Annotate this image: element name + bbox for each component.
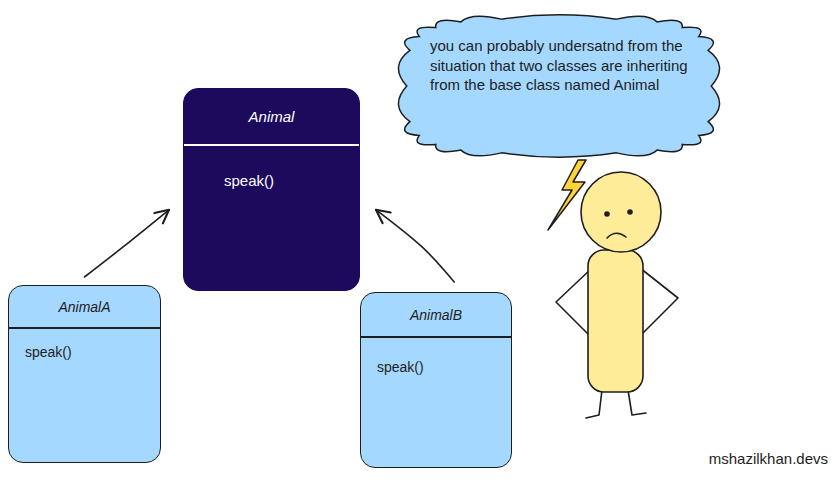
class-name: AnimalA [58,299,110,315]
class-box: AnimalB speak() [360,292,512,468]
class-body: speak() [361,338,511,394]
method-name: speak() [25,344,72,360]
cloud-text-area: you can probably undersatnd from the sit… [386,6,732,125]
class-body: speak() [184,146,359,208]
stick-figure [556,172,678,418]
figure-arm [640,268,678,334]
lightning-bolt [548,160,586,230]
watermark: mshazilkhan.devs [709,450,828,467]
class-header: Animal [184,89,359,146]
class-header: AnimalB [361,293,511,338]
figure-leg [628,390,646,415]
inheritance-arrow [376,210,454,282]
inheritance-arrow [85,210,170,277]
figure-eye [628,210,632,214]
method-name: speak() [224,172,274,189]
figure-arm [556,268,592,336]
class-name: AnimalB [410,307,462,323]
figure-head [581,172,661,252]
class-name: Animal [249,108,295,125]
class-body: speak() [9,329,160,379]
base-class-box: Animal speak() [183,88,360,291]
figure-eye [605,212,609,216]
speech-text: you can probably undersatnd from the sit… [430,36,688,95]
method-name: speak() [377,359,424,375]
speech-cloud: you can probably undersatnd from the sit… [386,6,732,166]
cloud-shape [398,15,719,157]
figure-body [588,250,643,392]
class-box: AnimalA speak() [8,285,161,463]
figure-leg [586,390,602,418]
class-header: AnimalA [9,286,160,329]
figure-mouth [607,233,626,238]
